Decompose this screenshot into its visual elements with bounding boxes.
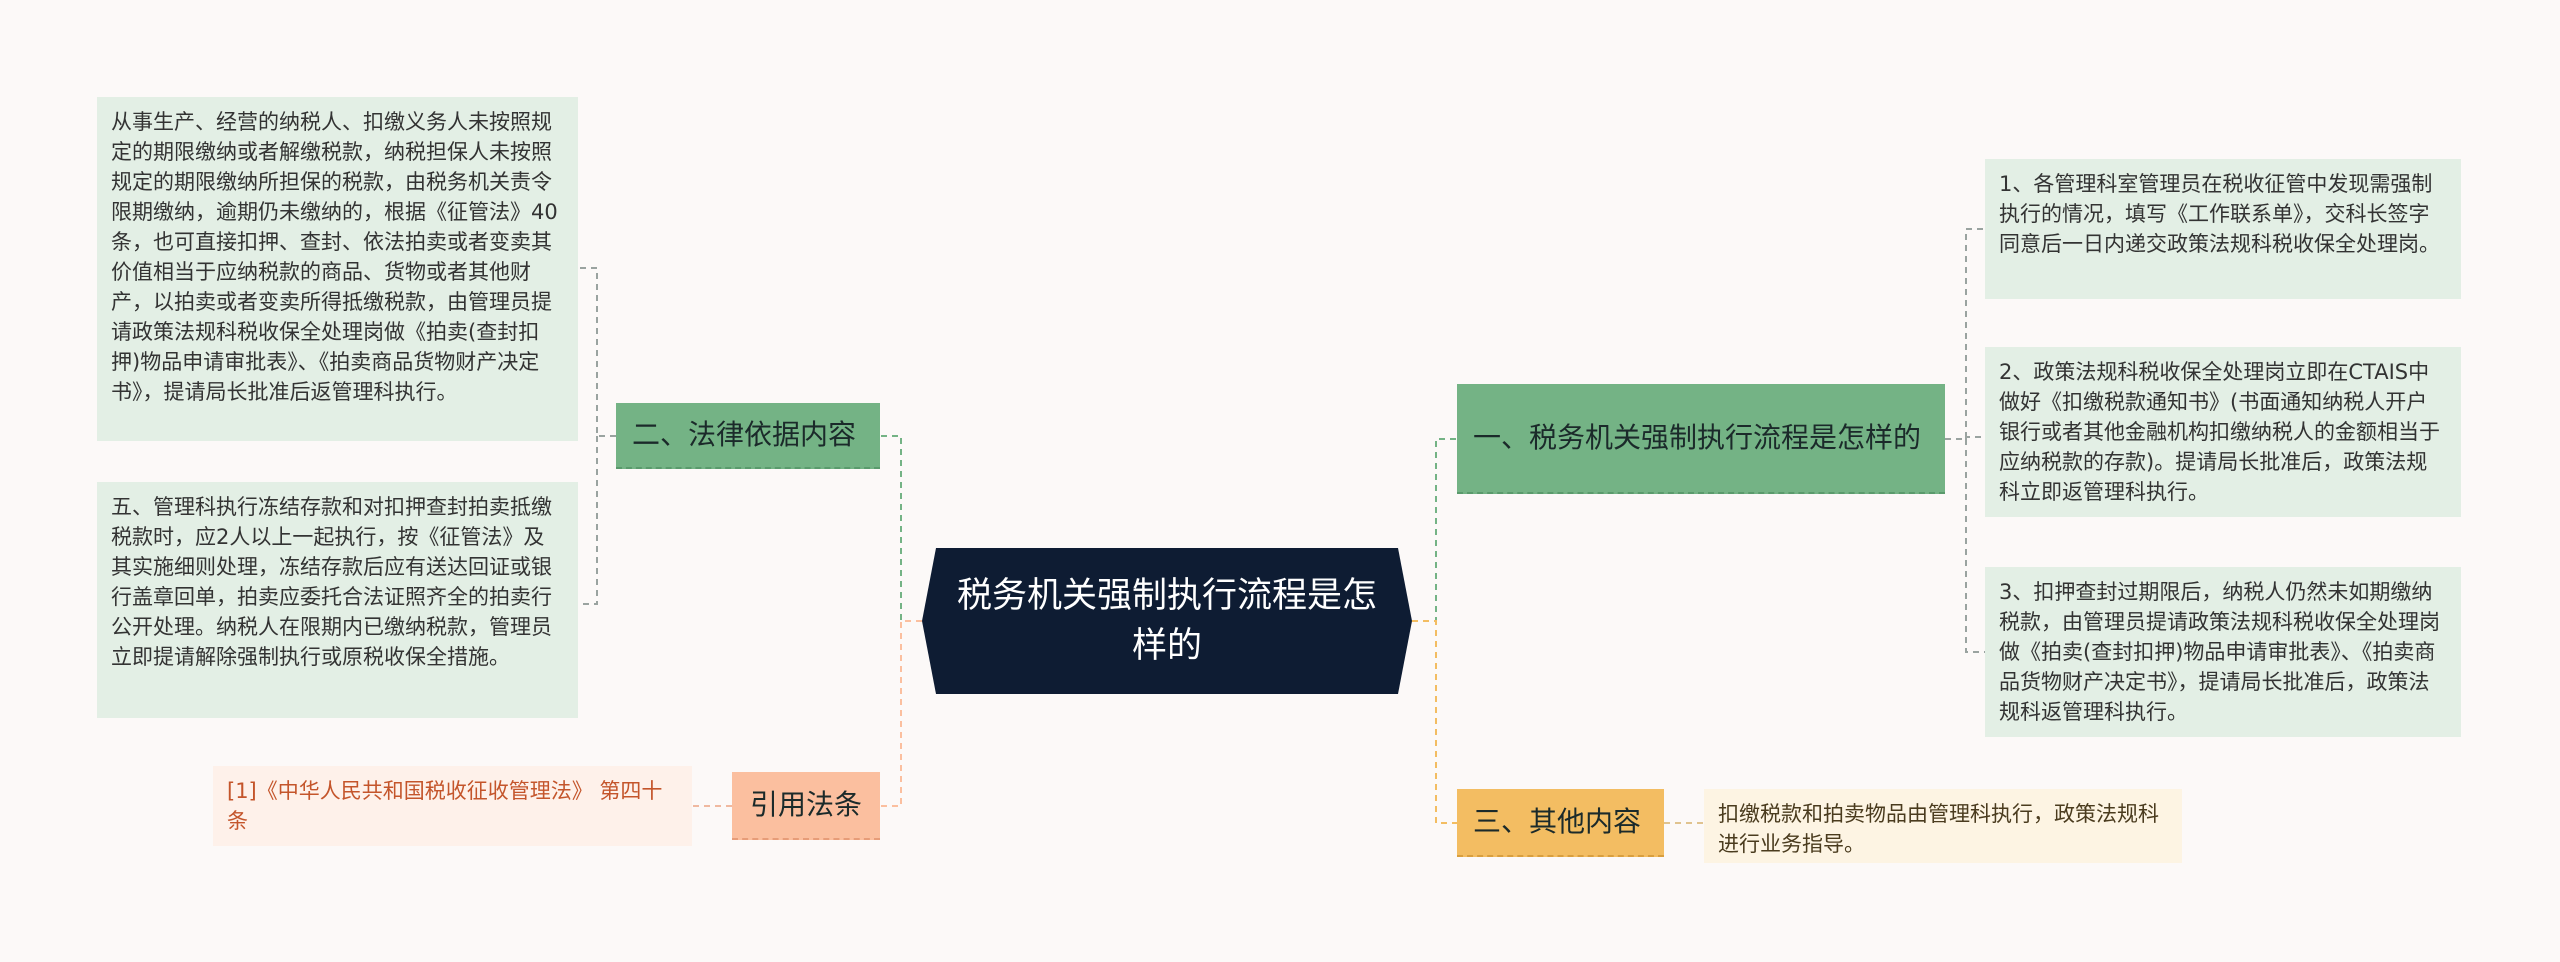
leaf-process-step-3[interactable]: 3、扣押查封过期限后，纳税人仍然未如期缴纳税款，由管理员提请政策法规科税收保全处… [1985,567,2461,737]
central-topic[interactable]: 税务机关强制执行流程是怎样的 [922,548,1412,694]
branch-label: 一、税务机关强制执行流程是怎样的 [1473,421,1922,454]
connector-right-top-leaves [1945,228,1985,653]
branch-enforcement-process[interactable]: 一、税务机关强制执行流程是怎样的 [1457,384,1945,494]
leaf-legal-basis-1[interactable]: 从事生产、经营的纳税人、扣缴义务人未按照规定的期限缴纳或者解缴税款，纳税担保人未… [97,97,578,441]
branch-other-content[interactable]: 三、其他内容 [1457,789,1664,857]
branch-label: 三、其他内容 [1473,805,1642,838]
leaf-process-step-1[interactable]: 1、各管理科室管理员在税收征管中发现需强制执行的情况，填写《工作联系单》，交科长… [1985,159,2461,299]
branch-legal-basis[interactable]: 二、法律依据内容 [616,403,880,469]
central-topic-shape [922,548,1412,694]
leaf-process-step-2[interactable]: 2、政策法规科税收保全处理岗立即在CTAIS中做好《扣缴税款通知书》(书面通知纳… [1985,347,2461,517]
connector-center-left-bottom [880,620,922,807]
connector-center-left-top [880,435,922,622]
connector-center-right-top [1412,438,1457,622]
leaf-other-content[interactable]: 扣缴税款和拍卖物品由管理科执行，政策法规科进行业务指导。 [1704,789,2182,863]
branch-cited-law[interactable]: 引用法条 [732,772,880,840]
central-topic-title: 税务机关强制执行流程是怎样的 [956,576,1377,666]
connector-center-right-bottom [1412,620,1457,824]
branch-label: 引用法条 [749,788,862,821]
connector-left-top-leaves [578,267,616,605]
leaf-cited-law[interactable]: [1]《中华人民共和国税收征收管理法》 第四十条 [213,766,692,846]
branch-label: 二、法律依据内容 [632,418,857,451]
leaf-legal-basis-2[interactable]: 五、管理科执行冻结存款和对扣押查封拍卖抵缴税款时，应2人以上一起执行，按《征管法… [97,482,578,718]
